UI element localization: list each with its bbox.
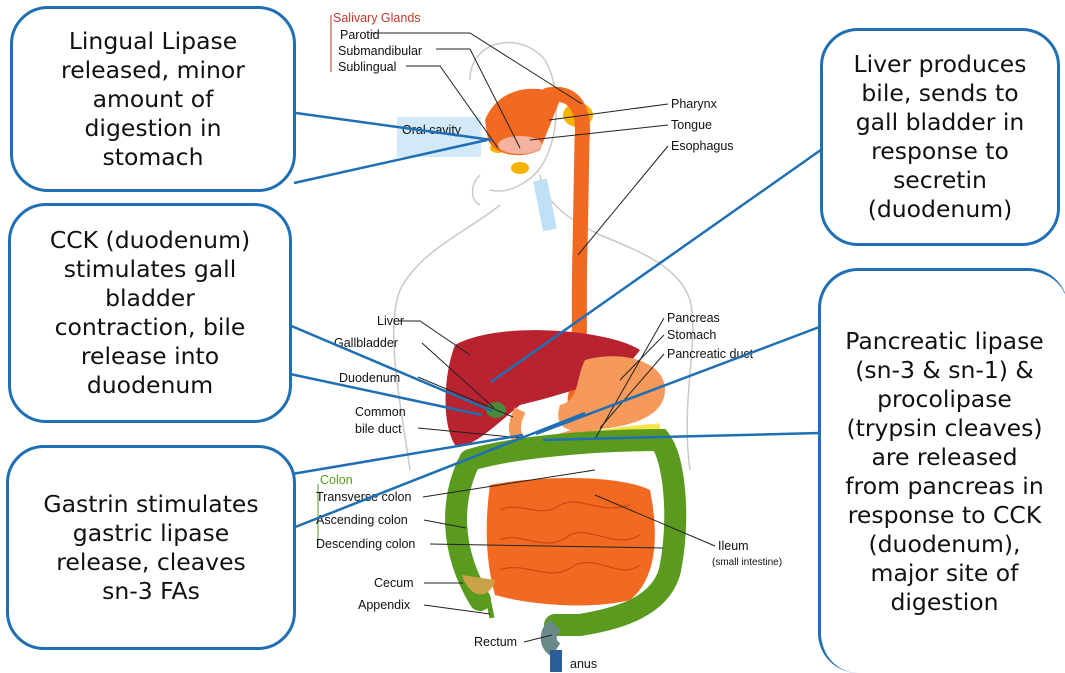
callout-pancreatic-line-10: digestion xyxy=(890,588,998,617)
callout-cck-line-6: duodenum xyxy=(87,371,213,400)
callout-pancreatic-line-3: procolipase xyxy=(877,385,1012,414)
label-bile-duct: bile duct xyxy=(355,422,402,436)
callout-liver-line-5: secretin xyxy=(893,166,987,195)
callout-pancreatic-line-8: (duodenum), xyxy=(868,530,1020,559)
callout-cck-line-5: release into xyxy=(81,342,219,371)
callout-pancreatic-line-5: are released xyxy=(871,443,1017,472)
tongue-shape xyxy=(498,136,542,154)
callout-pancreatic-line-6: from pancreas in xyxy=(845,472,1043,501)
label-pancreas: Pancreas xyxy=(667,311,720,325)
callout-lingual-line-4: digestion in xyxy=(85,114,222,143)
callout-pancreatic-lipase: Pancreatic lipase (sn-3 & sn-1) & procol… xyxy=(818,268,1065,673)
label-cecum: Cecum xyxy=(374,576,414,590)
callout-cck-line-3: bladder xyxy=(105,284,195,313)
label-esophagus: Esophagus xyxy=(671,139,734,153)
label-duodenum: Duodenum xyxy=(339,371,400,385)
label-ascending-colon: Ascending colon xyxy=(316,513,408,527)
callout-pointers xyxy=(280,113,835,533)
callout-liver-line-2: bile, sends to xyxy=(861,79,1018,108)
callout-pancreatic-line-4: (trypsin cleaves) xyxy=(846,414,1042,443)
label-descending-colon: Descending colon xyxy=(316,537,415,551)
label-parotid: Parotid xyxy=(340,28,380,42)
callout-lingual-lipase: Lingual Lipase released, minor amount of… xyxy=(10,6,296,192)
callout-pancreatic-line-7: response to CCK xyxy=(848,501,1042,530)
trachea-shape xyxy=(540,180,550,230)
label-tongue: Tongue xyxy=(671,118,712,132)
callout-gastrin-line-3: release, cleaves xyxy=(56,548,246,577)
sublingual-gland xyxy=(511,162,529,174)
callout-pancreatic-line-9: major site of xyxy=(871,559,1019,588)
small-intestine-shape xyxy=(487,478,655,605)
callout-gastrin: Gastrin stimulates gastric lipase releas… xyxy=(6,445,296,650)
callout-cck-line-1: CCK (duodenum) xyxy=(50,226,250,255)
callout-lingual-line-5: stomach xyxy=(103,143,204,172)
callout-cck-line-4: contraction, bile xyxy=(55,313,246,342)
label-small-intestine: (small intestine) xyxy=(712,557,782,568)
callout-liver-line-1: Liver produces xyxy=(854,50,1027,79)
appendix-shape xyxy=(488,598,492,618)
callout-cck: CCK (duodenum) stimulates gall bladder c… xyxy=(8,203,292,423)
callout-gastrin-line-2: gastric lipase xyxy=(73,519,229,548)
label-liver: Liver xyxy=(377,314,404,328)
label-sublingual: Sublingual xyxy=(338,60,396,74)
label-stomach: Stomach xyxy=(667,328,716,342)
callout-liver-line-4: response to xyxy=(871,137,1009,166)
callout-cck-line-2: stimulates gall xyxy=(64,255,236,284)
callout-gastrin-line-1: Gastrin stimulates xyxy=(43,490,258,519)
callout-pancreatic-line-1: Pancreatic lipase xyxy=(845,327,1044,356)
label-rectum: Rectum xyxy=(474,635,517,649)
label-pharynx: Pharynx xyxy=(671,97,718,111)
label-appendix: Appendix xyxy=(358,598,411,612)
label-submandibular: Submandibular xyxy=(338,44,422,58)
callout-liver-line-3: gall bladder in xyxy=(856,108,1025,137)
label-pancreatic-duct: Pancreatic duct xyxy=(667,347,754,361)
callout-liver-bile: Liver produces bile, sends to gall bladd… xyxy=(820,28,1060,246)
callout-gastrin-line-4: sn-3 FAs xyxy=(102,577,200,606)
label-common: Common xyxy=(355,405,406,419)
callout-lingual-line-2: released, minor xyxy=(61,56,245,85)
label-colon: Colon xyxy=(320,473,353,487)
label-anus: anus xyxy=(570,657,597,671)
callout-lingual-line-3: amount of xyxy=(93,85,214,114)
label-transverse-colon: Transverse colon xyxy=(316,490,411,504)
callout-pancreatic-line-2: (sn-3 & sn-1) & xyxy=(855,356,1034,385)
label-ileum: Ileum xyxy=(718,539,749,553)
callout-lingual-line-1: Lingual Lipase xyxy=(69,27,237,56)
rectum-shape xyxy=(549,625,556,650)
label-salivary-glands: Salivary Glands xyxy=(333,11,421,25)
callout-liver-line-6: (duodenum) xyxy=(868,195,1013,224)
